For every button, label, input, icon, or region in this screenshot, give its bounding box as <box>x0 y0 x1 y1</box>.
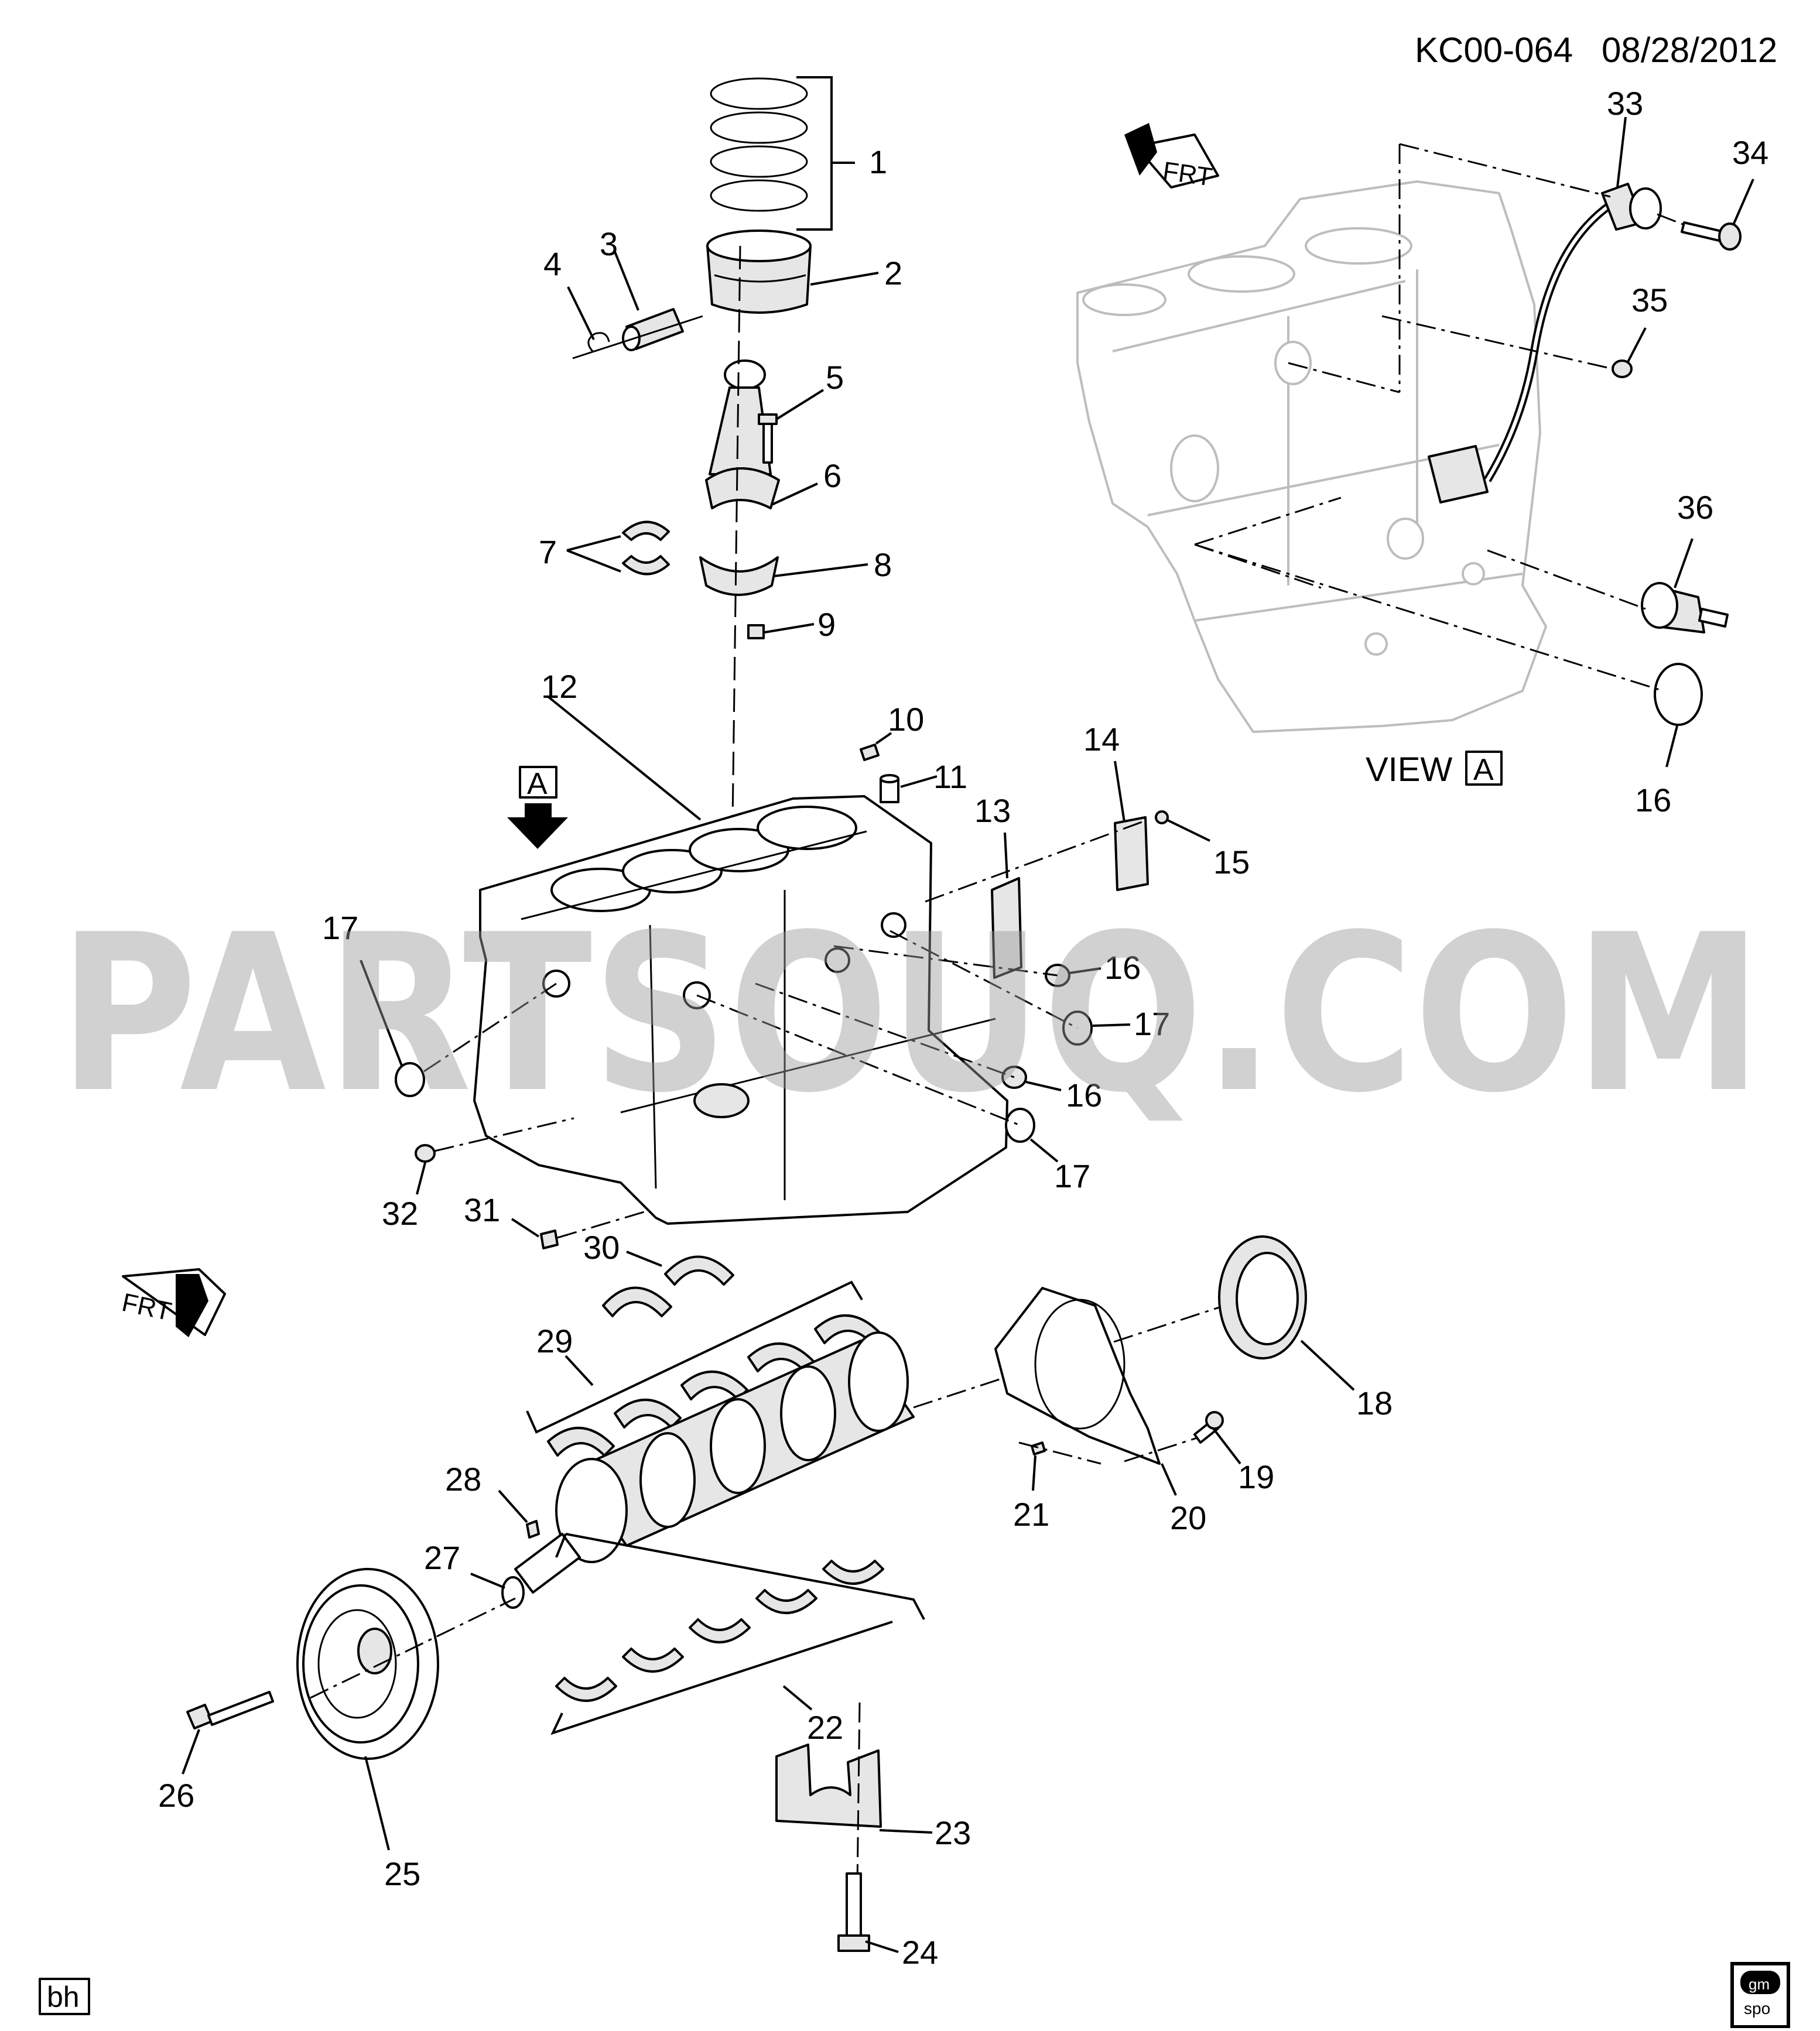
logo-bottom: spo <box>1744 1999 1770 2018</box>
piston <box>706 230 812 314</box>
view-a-marker: A <box>527 767 548 801</box>
crank-gear-27 <box>501 1576 525 1609</box>
callout-3: 3 <box>600 225 618 262</box>
callout-35: 35 <box>1631 282 1668 318</box>
callout-labels: 1 2 3 4 5 6 7 8 9 10 11 12 13 14 15 16 1… <box>158 85 1768 1971</box>
piston-pin <box>622 308 684 351</box>
callout-9: 9 <box>817 606 836 643</box>
balancer-bolt-26 <box>186 1691 274 1729</box>
logo-top: gm <box>1749 1975 1770 1993</box>
callout-31: 31 <box>464 1191 500 1228</box>
diagram-id: KC00-064 <box>1415 30 1573 70</box>
callout-36: 36 <box>1677 489 1713 526</box>
callout-2: 2 <box>884 255 902 292</box>
expansion-plug-17b <box>1005 1108 1035 1143</box>
rod-cap <box>699 556 779 596</box>
crank-key-28 <box>526 1520 540 1539</box>
connecting-rod <box>705 359 780 509</box>
rod-cap-nut <box>747 624 765 639</box>
callout-12: 12 <box>541 668 577 705</box>
main-bearing-cap <box>775 1744 882 1828</box>
callout-21: 21 <box>1013 1496 1049 1533</box>
crankshaft-balancer <box>296 1568 439 1760</box>
crankshaft <box>514 1331 915 1594</box>
callout-10: 10 <box>888 701 924 738</box>
rod-bolt <box>758 413 778 464</box>
rear-main-seal <box>1218 1235 1307 1359</box>
plug-31 <box>540 1229 559 1249</box>
callout-18: 18 <box>1356 1385 1393 1422</box>
view-a-label: VIEW <box>1366 751 1452 789</box>
diagram-date: 08/28/2012 <box>1602 30 1777 70</box>
sensor-bolt-34 <box>1681 221 1742 251</box>
callout-29: 29 <box>536 1323 573 1359</box>
expansion-plug-16b <box>1001 1066 1027 1089</box>
rear-seal-housing <box>994 1287 1161 1465</box>
callout-28: 28 <box>445 1461 481 1498</box>
view-a-arrow: A <box>507 766 568 849</box>
bracket-1 <box>796 76 855 231</box>
inset-front-direction-arrow: FRT <box>1124 123 1219 192</box>
block-sleeve-11 <box>880 774 899 803</box>
callout-14: 14 <box>1083 721 1120 758</box>
callout-11: 11 <box>933 758 967 795</box>
lower-main-bearings-22 <box>555 1560 884 1702</box>
callout-19: 19 <box>1238 1458 1274 1495</box>
oil-gallery-plate-13 <box>991 877 1022 979</box>
knock-sensor-harness <box>1428 183 1662 504</box>
callout-15: 15 <box>1213 844 1250 881</box>
callout-4: 4 <box>543 245 562 282</box>
gm-spo-logo: gm spo <box>1730 1962 1790 2029</box>
callout-32: 32 <box>382 1195 418 1232</box>
view-a-box-letter: A <box>1473 753 1494 787</box>
callout-6: 6 <box>823 457 841 494</box>
callout-23: 23 <box>935 1814 971 1851</box>
housing-bolt-19 <box>1193 1411 1224 1444</box>
callout-33: 33 <box>1607 85 1643 122</box>
callout-1: 1 <box>869 143 887 180</box>
upper-main-bearings-29 <box>547 1314 882 1457</box>
cover-gasket-14 <box>1114 816 1149 891</box>
callout-16b: 16 <box>1066 1077 1102 1114</box>
callout-25: 25 <box>384 1855 420 1892</box>
dowel-21 <box>1031 1441 1046 1455</box>
callout-17c: 17 <box>322 909 358 946</box>
oil-pressure-switch <box>1641 582 1729 633</box>
engine-block <box>473 795 1008 1225</box>
expansion-plug-17c <box>395 1062 425 1097</box>
callout-16-inset: 16 <box>1635 782 1671 818</box>
watermark: PARTSOUQ.COM <box>59 889 1763 1140</box>
callout-24: 24 <box>902 1934 938 1971</box>
rod-bearing-upper <box>622 520 670 576</box>
piston-rings <box>710 77 808 212</box>
callout-34: 34 <box>1732 134 1768 171</box>
front-direction-arrow: FRT <box>119 1268 226 1337</box>
callout-27: 27 <box>424 1539 460 1576</box>
callout-16a: 16 <box>1104 949 1141 986</box>
plug-32 <box>415 1144 436 1163</box>
callout-17b: 17 <box>1054 1157 1090 1194</box>
callout-17a: 17 <box>1134 1005 1170 1042</box>
callout-8: 8 <box>874 546 892 583</box>
view-a-block-outline <box>1076 180 1547 733</box>
inset-front-direction-label: FRT <box>1161 156 1215 191</box>
callout-22: 22 <box>807 1709 843 1746</box>
callout-13: 13 <box>974 792 1011 829</box>
callout-26: 26 <box>158 1777 194 1814</box>
callout-30: 30 <box>583 1229 620 1266</box>
piston-pin-retainer <box>572 315 703 359</box>
callout-5: 5 <box>826 359 844 396</box>
inset-expansion-plug-16 <box>1654 663 1703 726</box>
callout-7: 7 <box>539 533 557 570</box>
block-dowel-10 <box>860 744 880 761</box>
callout-20: 20 <box>1170 1499 1206 1536</box>
main-cap-bolt-24 <box>837 1872 870 1952</box>
illustrator-tag: bh <box>47 1981 80 2013</box>
bolt-15 <box>1155 810 1169 824</box>
nut-35 <box>1612 359 1633 378</box>
thrust-bearing-30 <box>602 1255 734 1317</box>
